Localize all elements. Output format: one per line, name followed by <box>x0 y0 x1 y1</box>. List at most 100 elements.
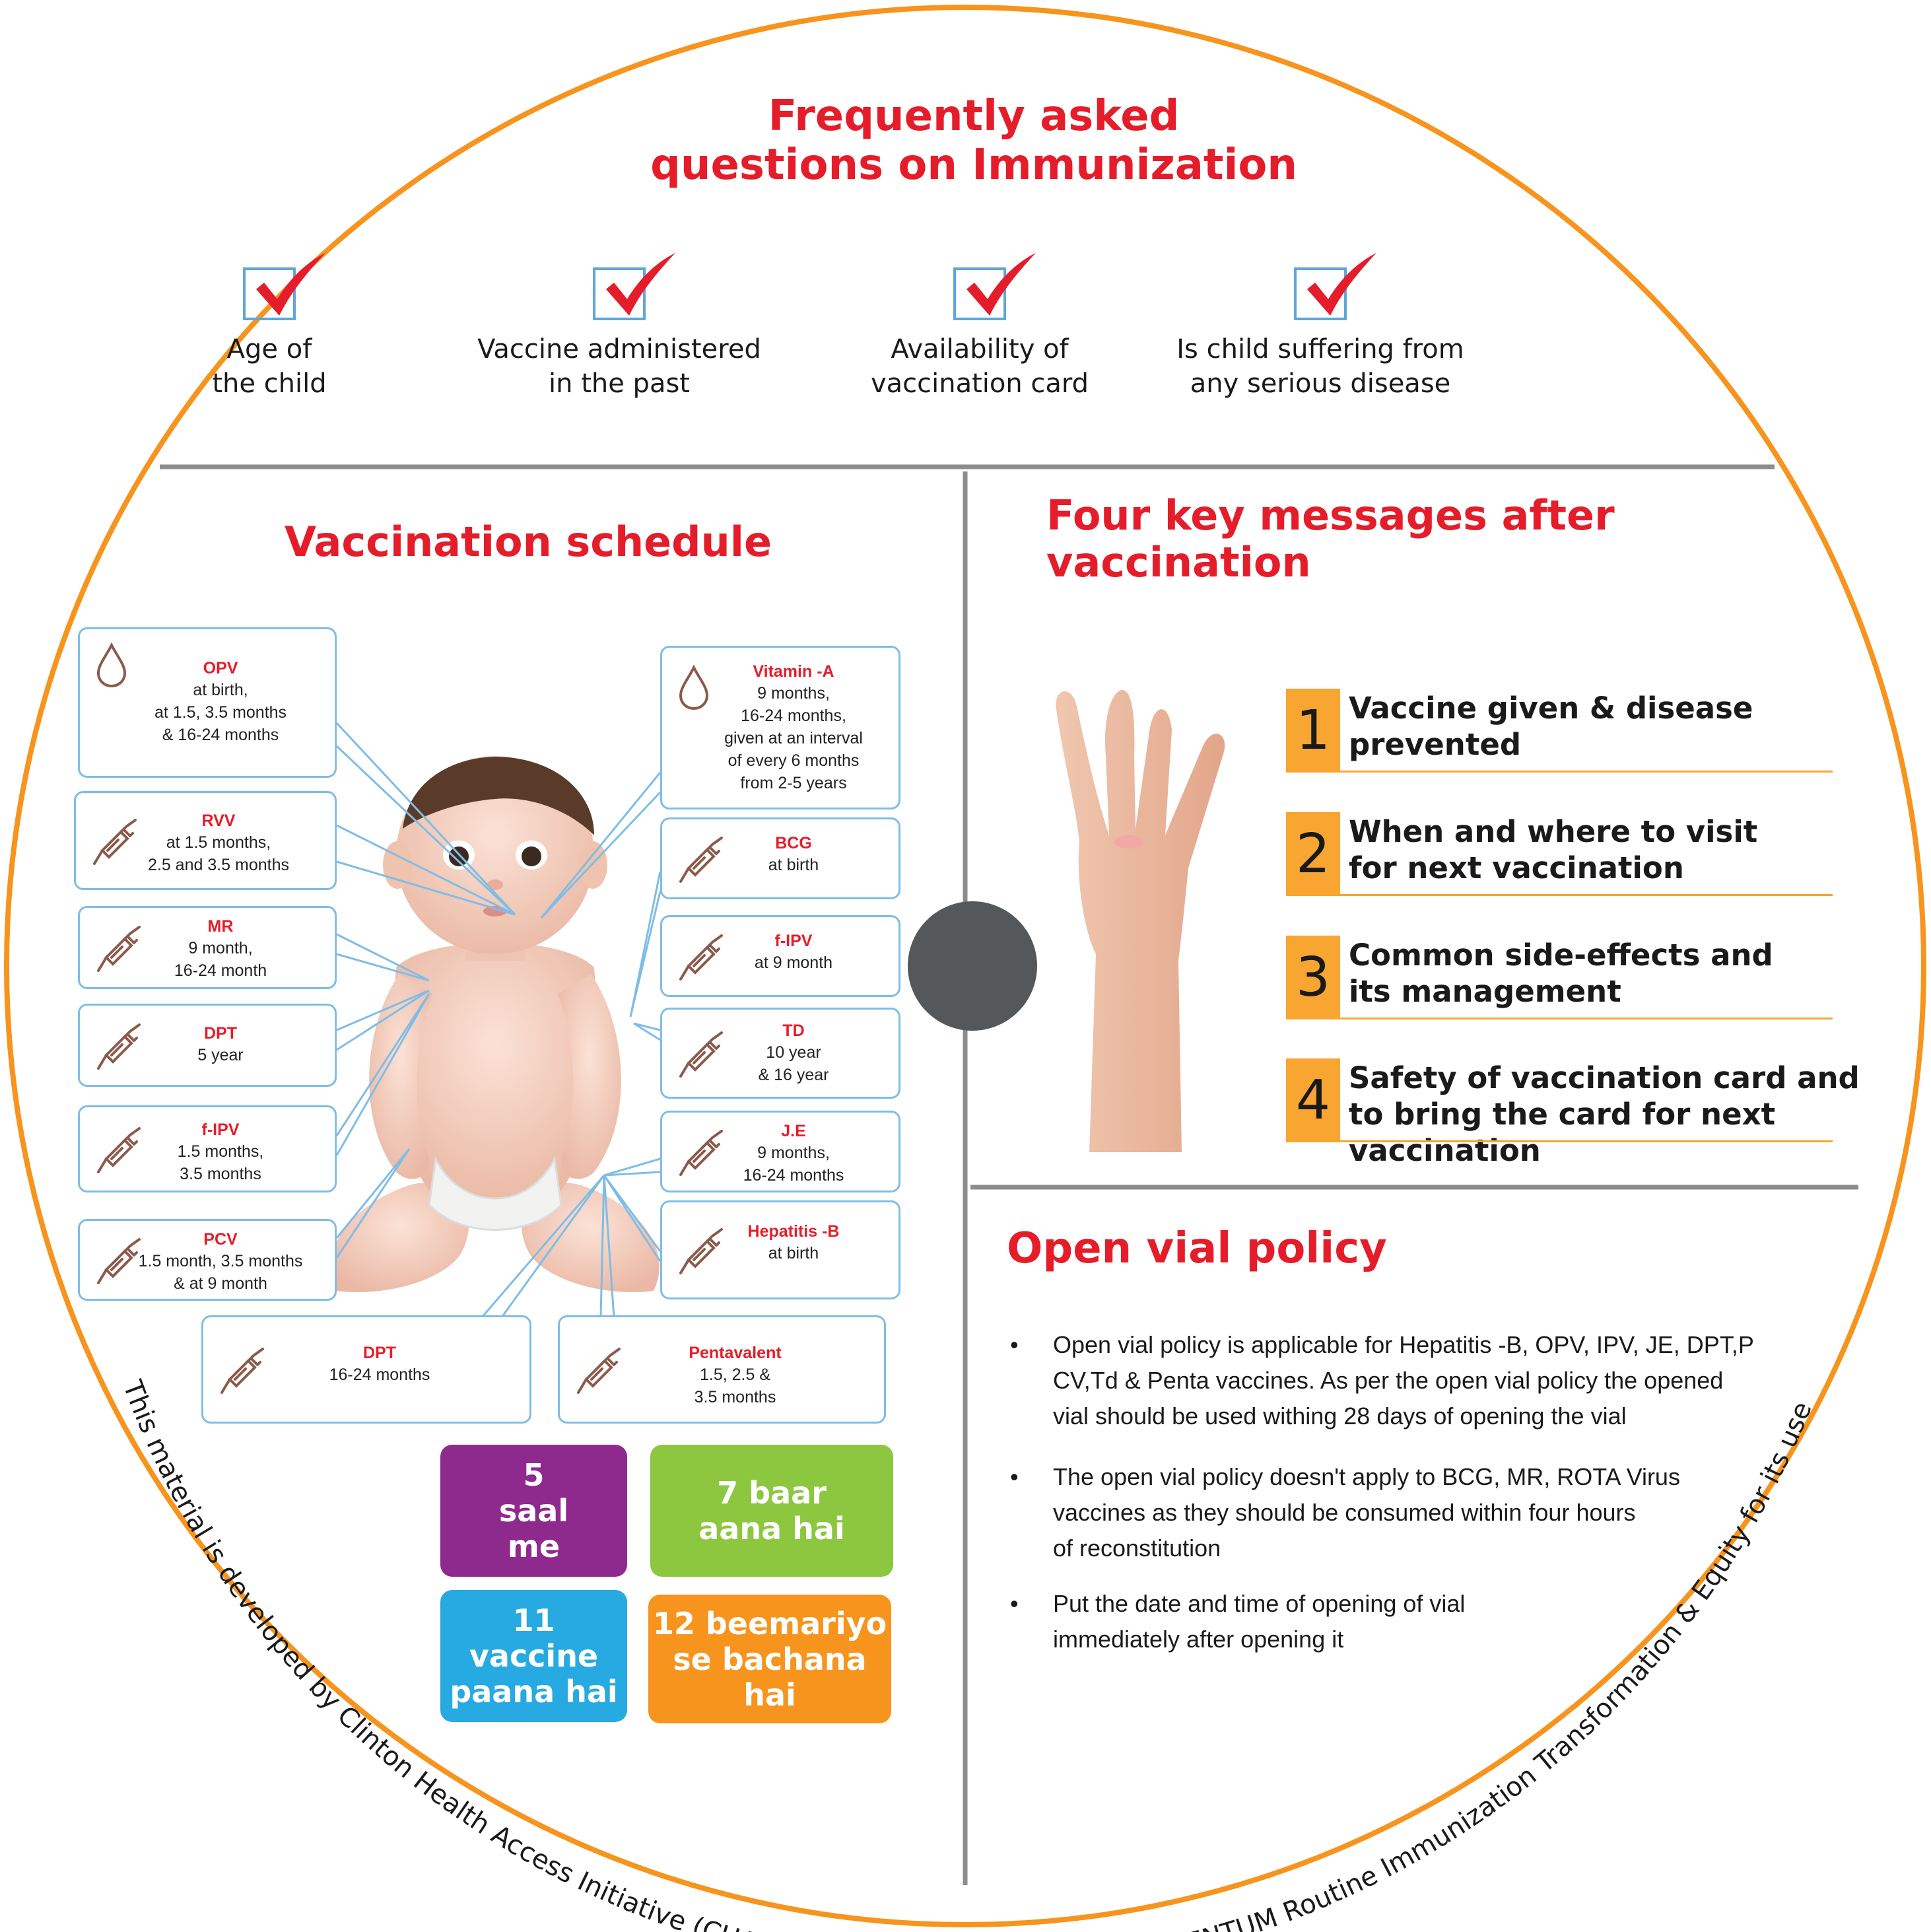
key-message-underline <box>1286 1140 1833 1142</box>
open-vial-bullet-line: The open vial policy doesn't apply to BC… <box>1053 1463 1680 1490</box>
key-message-text: Common side-effects and its management <box>1349 938 1773 1009</box>
vaccine-detail: at birth <box>768 856 819 874</box>
syringe-icon <box>679 1130 723 1176</box>
vaccine-card: PCV 1.5 month, 3.5 months & at 9 month <box>78 1219 337 1301</box>
open-vial-bullet-line: Put the date and time of opening of vial <box>1053 1590 1466 1617</box>
vaccine-name: BCG <box>775 834 812 852</box>
faq-check-label: Is child suffering from any serious disea… <box>1162 332 1479 401</box>
drop-icon <box>96 642 127 688</box>
open-vial-bullet: The open vial policy doesn't apply to BC… <box>1053 1459 1799 1566</box>
open-vial-title: Open vial policy <box>1007 1224 1387 1273</box>
checkmark-icon <box>966 253 1036 316</box>
vaccine-card: DPT 16-24 months <box>201 1315 531 1424</box>
orange-ring <box>4 5 1926 1927</box>
open-vial-bullet-line: Open vial policy is applicable for Hepat… <box>1053 1331 1754 1358</box>
vaccine-name: f-IPV <box>201 1121 240 1139</box>
open-vial-bullet-line: of reconstitution <box>1053 1535 1221 1562</box>
key-message-text: Vaccine given & disease prevented <box>1349 691 1753 762</box>
key-messages-title: Four key messages after vaccination <box>1046 492 1839 586</box>
vaccine-name: Vitamin -A <box>753 662 834 681</box>
vaccine-name: MR <box>207 917 234 936</box>
vaccine-detail: 9 month, 16-24 month <box>174 939 267 980</box>
vaccine-detail: 10 year & 16 year <box>758 1043 829 1084</box>
checkmark-icon <box>1307 253 1376 316</box>
vaccine-detail: at birth <box>768 1244 819 1262</box>
vaccine-card: f-IPV at 9 month <box>660 915 900 997</box>
faq-check-label-line1: Is child suffering from <box>1176 334 1464 364</box>
key-message-text: When and where to visit for next vaccina… <box>1349 814 1758 885</box>
open-vial-bullet-line: vaccines as they should be consumed with… <box>1053 1499 1636 1526</box>
syringe-icon <box>577 1348 621 1394</box>
key-message-number: 4 <box>1286 1058 1340 1142</box>
vaccine-detail: 1.5 month, 3.5 months & at 9 month <box>138 1252 303 1293</box>
vaccine-name: Hepatitis -B <box>747 1222 840 1241</box>
checkbox-icon <box>593 267 646 320</box>
vaccine-card: RVV at 1.5 months, 2.5 and 3.5 months <box>74 791 337 890</box>
vaccine-name: RVV <box>201 811 236 830</box>
open-vial-bullet-line: immediately after opening it <box>1053 1626 1344 1653</box>
open-vial-bullet: Put the date and time of opening of vial… <box>1053 1586 1799 1657</box>
syringe-icon <box>220 1348 264 1394</box>
open-vial-bullet-line: CV,Td & Penta vaccines. As per the open … <box>1053 1367 1724 1394</box>
syringe-icon <box>93 819 137 865</box>
vaccine-detail: 9 months, 16-24 months, given at an inte… <box>724 684 863 792</box>
faq-check-label-line2: any serious disease <box>1190 368 1451 399</box>
center-dot <box>908 901 1037 1031</box>
faq-check-label-line1: Availability of <box>891 334 1069 364</box>
checkbox-icon <box>953 267 1006 320</box>
vaccine-name: TD <box>782 1021 805 1040</box>
vaccine-detail: 16-24 months <box>329 1365 430 1384</box>
faq-title-line2: questions on Immunization <box>650 140 1297 190</box>
open-vial-bullet: Open vial policy is applicable for Hepat… <box>1053 1327 1799 1434</box>
drop-icon <box>679 665 709 710</box>
faq-check-label-line1: Vaccine administered <box>477 334 761 364</box>
faq-title-line1: Frequently asked <box>768 92 1180 141</box>
checkmark-icon <box>606 253 675 316</box>
checkbox-icon <box>1294 267 1347 320</box>
faq-check-label-line1: Age of <box>226 334 312 364</box>
faq-check-label-line2: vaccination card <box>870 368 1089 399</box>
checkmark-icon <box>256 253 325 316</box>
vaccine-name: f-IPV <box>774 932 813 950</box>
bullet-dot-icon: • <box>1010 1590 1019 1617</box>
vaccine-detail: at birth, at 1.5, 3.5 months & 16-24 mon… <box>154 681 287 744</box>
faq-check-label: Age of the child <box>111 332 428 401</box>
vaccine-detail: 5 year <box>197 1046 244 1064</box>
vaccine-name: PCV <box>203 1230 238 1249</box>
schedule-title: Vaccination schedule <box>284 518 772 566</box>
vaccine-name: DPT <box>204 1024 237 1043</box>
vaccine-card: Vitamin -A 9 months, 16-24 months, given … <box>660 646 900 810</box>
key-messages-title-line1: Four key messages after <box>1046 491 1615 539</box>
vaccine-name: J.E <box>781 1122 806 1140</box>
syringe-icon <box>97 926 141 972</box>
vaccine-name: DPT <box>363 1344 396 1362</box>
key-message-number: 2 <box>1286 812 1340 895</box>
syringe-icon <box>679 1031 723 1078</box>
key-message-number: 3 <box>1286 936 1340 1019</box>
vaccine-card: MR 9 month, 16-24 month <box>78 906 337 989</box>
vaccine-detail: at 1.5 months, 2.5 and 3.5 months <box>147 833 290 874</box>
key-message-underline <box>1286 1018 1833 1019</box>
vaccine-detail: at 9 month <box>754 953 833 972</box>
faq-check-label-line2: the child <box>212 368 327 399</box>
summary-block: 7 baar aana hai <box>650 1445 893 1577</box>
bullet-dot-icon: • <box>1010 1331 1019 1358</box>
open-vial-bullet-line: vial should be used withing 28 days of o… <box>1053 1402 1627 1430</box>
vaccine-card: Hepatitis -B at birth <box>660 1200 900 1299</box>
faq-title: Frequently asked questions on Immunizati… <box>462 92 1485 190</box>
key-message-text: Safety of vaccination card and to bring … <box>1349 1060 1860 1168</box>
syringe-icon <box>679 837 723 883</box>
syringe-icon <box>97 1238 141 1284</box>
checkbox-icon <box>243 267 296 320</box>
vaccine-card: DPT 5 year <box>78 1004 337 1087</box>
bullet-dot-icon: • <box>1010 1463 1019 1490</box>
summary-block: 12 beemariyo se bachana hai <box>648 1595 891 1723</box>
syringe-icon <box>97 1127 141 1173</box>
